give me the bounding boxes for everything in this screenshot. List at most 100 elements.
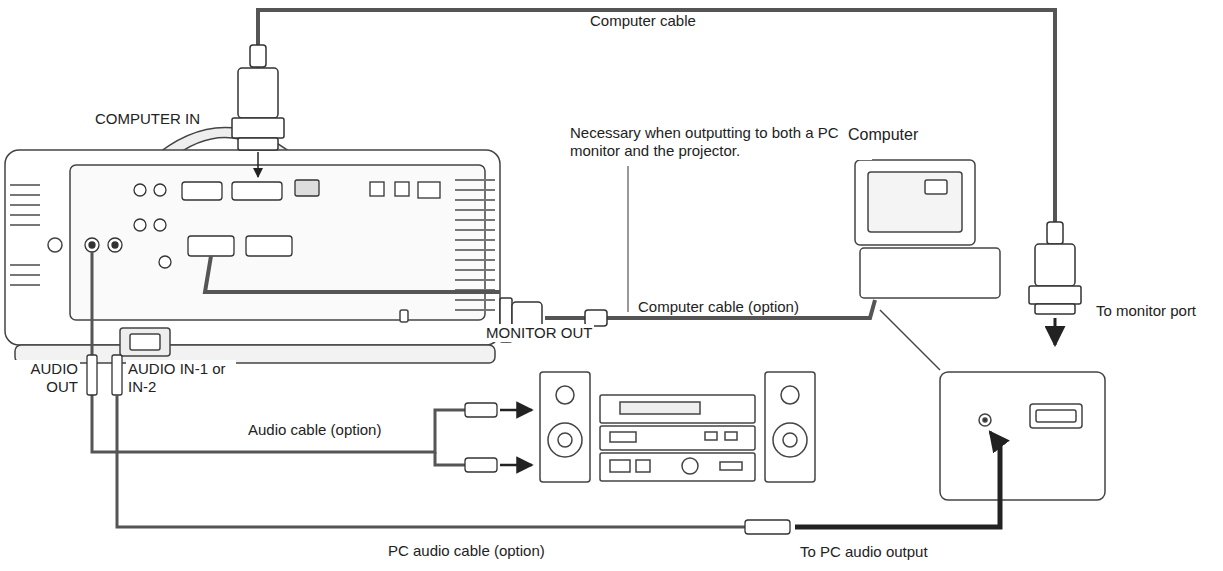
stereo-system bbox=[682, 458, 698, 474]
projector-ports bbox=[370, 182, 384, 196]
label-text: Necessary when outputting to both a PC m… bbox=[568, 124, 872, 160]
stereo-system bbox=[620, 402, 700, 414]
computer bbox=[860, 248, 1000, 298]
computer-back-panel bbox=[940, 372, 1105, 500]
plug-arrow bbox=[1054, 318, 1057, 345]
audio-cable bbox=[91, 252, 94, 355]
label-text: Computer bbox=[846, 126, 920, 144]
vent-slots bbox=[10, 184, 40, 186]
pc-audio-cable bbox=[795, 440, 1000, 527]
stereo-system bbox=[540, 372, 815, 482]
pc-audio-plug bbox=[745, 520, 790, 534]
vent-slots bbox=[455, 299, 495, 301]
vent-slots bbox=[455, 239, 495, 241]
vent-slots bbox=[455, 269, 495, 271]
projector-ports bbox=[134, 219, 146, 231]
vent-slots bbox=[10, 264, 40, 266]
projector-ports bbox=[159, 256, 171, 268]
stereo-system bbox=[548, 423, 582, 457]
stereo-system bbox=[720, 462, 742, 470]
stereo-system bbox=[781, 386, 799, 404]
vent-slots bbox=[10, 284, 40, 286]
label-text: Computer cable bbox=[588, 12, 698, 30]
audio-plugs bbox=[87, 355, 97, 395]
vent-slots bbox=[455, 179, 495, 181]
stereo-system bbox=[540, 372, 590, 482]
projector bbox=[400, 310, 408, 322]
stereo-system bbox=[556, 386, 574, 404]
stereo-system bbox=[558, 433, 572, 447]
audio-cable bbox=[92, 395, 465, 452]
computer-cable-ends bbox=[250, 45, 266, 67]
computer-back-panel bbox=[1036, 410, 1076, 422]
vent-slots bbox=[455, 249, 495, 251]
vent-slots bbox=[455, 189, 495, 191]
audio-arrows bbox=[500, 409, 532, 412]
stereo-system bbox=[783, 433, 797, 447]
label-text: To PC audio output bbox=[798, 543, 930, 561]
audio-plugs bbox=[465, 458, 497, 472]
stereo-system bbox=[600, 426, 755, 450]
stereo-system bbox=[610, 432, 636, 442]
stereo-system bbox=[600, 453, 755, 481]
pc-audio-cable bbox=[117, 395, 745, 527]
vent-slots bbox=[10, 194, 40, 196]
pc-audio-cable bbox=[117, 395, 1000, 527]
projector bbox=[5, 128, 500, 364]
plug-arrow bbox=[258, 152, 1055, 345]
stereo-system bbox=[600, 395, 755, 423]
computer-cable-ends bbox=[1035, 304, 1075, 314]
label-text: AUDIO OUT bbox=[14, 360, 80, 396]
label-text: Computer cable (option) bbox=[636, 298, 801, 316]
computer-back-panel bbox=[979, 414, 991, 426]
vent-slots bbox=[455, 209, 495, 211]
projector bbox=[130, 334, 160, 350]
stereo-system bbox=[610, 460, 630, 472]
projector-ports bbox=[89, 242, 95, 248]
projector-ports bbox=[188, 236, 234, 256]
computer-cable-ends bbox=[1047, 222, 1063, 244]
audio-plugs bbox=[87, 355, 497, 472]
projector bbox=[70, 165, 485, 320]
computer-cable-ends bbox=[1029, 286, 1081, 304]
audio-plugs bbox=[112, 355, 122, 395]
projector-ports bbox=[154, 219, 166, 231]
projector-ports bbox=[154, 184, 166, 196]
projector-ports bbox=[85, 180, 440, 268]
pc-audio-plug bbox=[745, 520, 790, 534]
stereo-system bbox=[725, 432, 737, 440]
vent-slots bbox=[455, 259, 495, 261]
plug-arrow bbox=[257, 152, 259, 177]
audio-arrows bbox=[500, 410, 532, 465]
vent-slots bbox=[455, 219, 495, 221]
projector-ports bbox=[85, 238, 99, 252]
monitor-out-cable bbox=[205, 256, 500, 292]
leader-line bbox=[628, 166, 629, 312]
computer bbox=[855, 160, 1000, 370]
vent-slots bbox=[455, 199, 495, 201]
audio-plugs bbox=[465, 403, 497, 417]
projector-ports bbox=[418, 182, 440, 198]
plug-arrow bbox=[990, 432, 1000, 445]
vent-slots bbox=[455, 309, 495, 311]
projector-ports bbox=[134, 184, 146, 196]
vent-slots bbox=[10, 204, 40, 206]
audio-cable bbox=[92, 252, 465, 465]
vent-slots bbox=[455, 229, 495, 231]
label-text: PC audio cable (option) bbox=[386, 542, 547, 560]
computer-cable bbox=[258, 10, 1055, 232]
computer bbox=[868, 172, 962, 232]
computer bbox=[880, 310, 940, 370]
projector-ports bbox=[395, 182, 409, 196]
audio-cable bbox=[435, 452, 465, 465]
projector-ports bbox=[108, 238, 122, 252]
stereo-system bbox=[636, 460, 650, 472]
computer-cable-ends bbox=[232, 118, 284, 138]
computer-cable bbox=[258, 10, 1055, 232]
projector-ports bbox=[246, 236, 292, 256]
projector-ports bbox=[295, 180, 319, 196]
label-text: COMPUTER IN bbox=[93, 110, 202, 128]
computer-back-panel bbox=[1030, 404, 1082, 428]
computer-cable-ends bbox=[238, 68, 278, 118]
